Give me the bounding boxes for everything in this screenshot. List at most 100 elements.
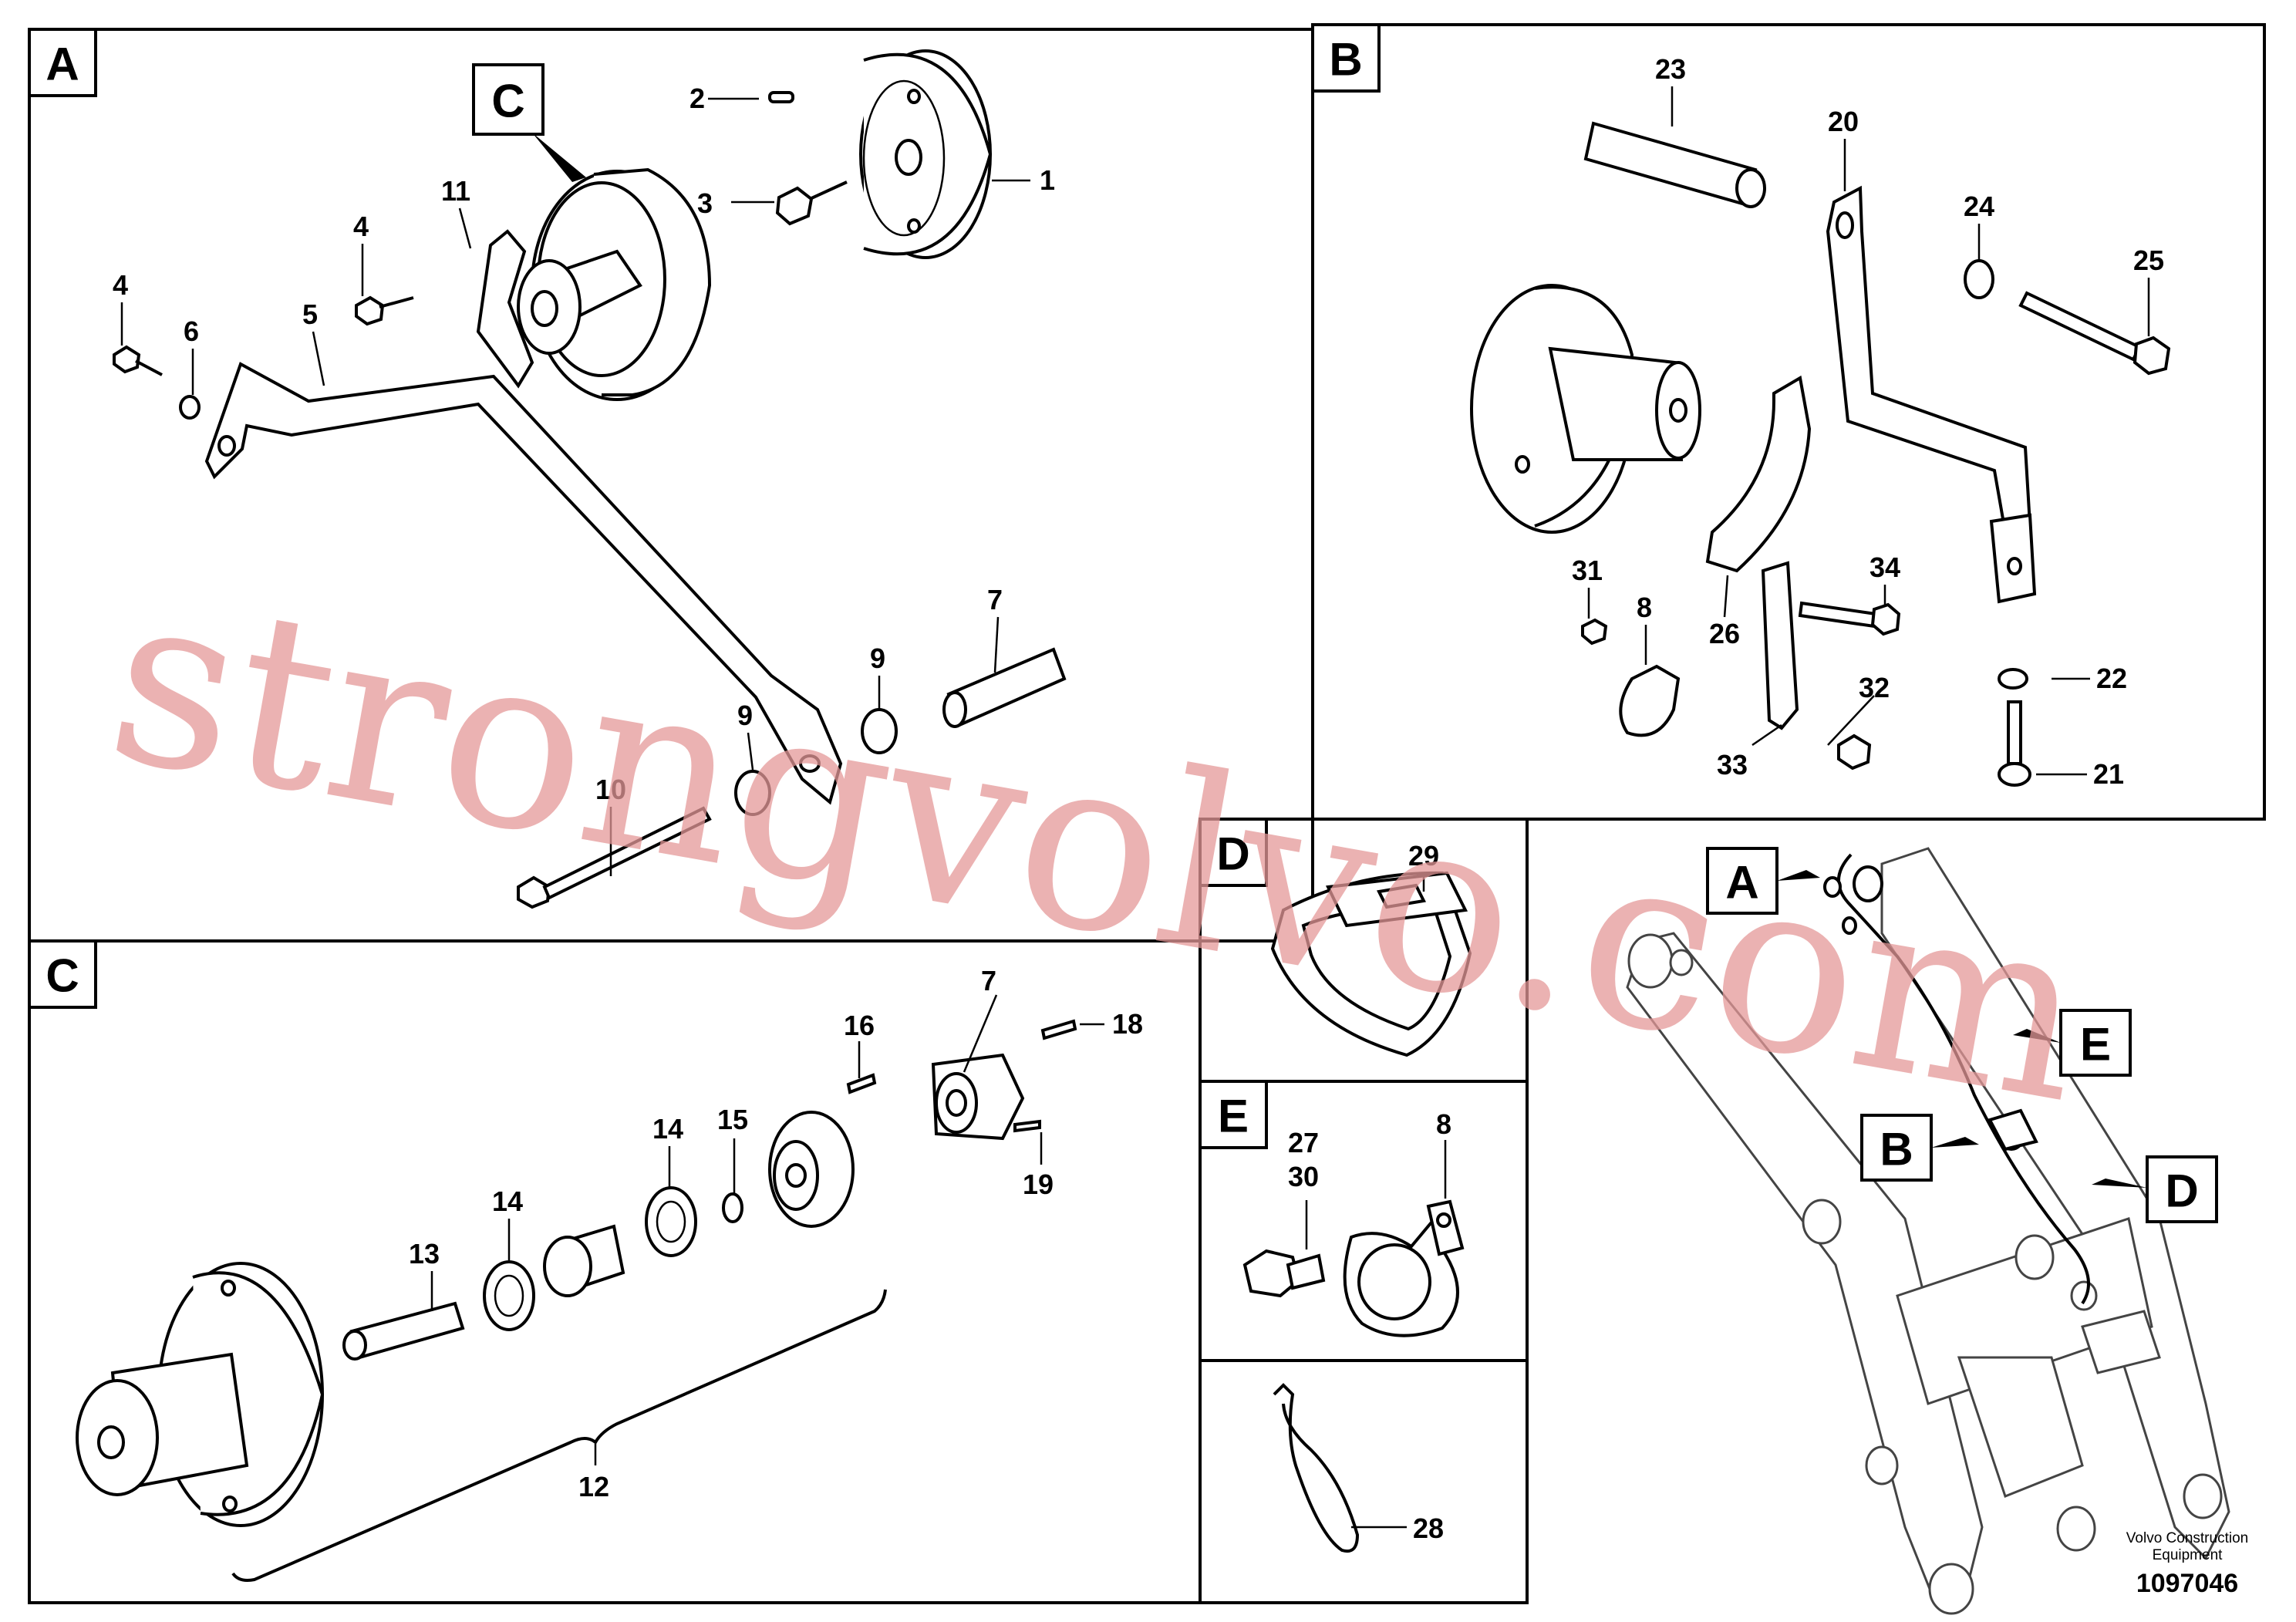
label-7-b: 7 — [981, 965, 996, 996]
label-4-upper: 4 — [353, 211, 369, 242]
label-13: 13 — [409, 1238, 440, 1270]
tube-part-7 — [942, 647, 1067, 728]
panel-letter-e: E — [1199, 1080, 1268, 1149]
overview-tag-b: B — [1860, 1114, 1979, 1182]
sensor-location — [1823, 865, 1883, 935]
label-25: 25 — [2133, 244, 2164, 276]
label-3: 3 — [697, 187, 713, 219]
disc-part-1 — [859, 49, 993, 259]
bolt-part-34 — [1798, 601, 1901, 636]
label-24: 24 — [1964, 191, 1994, 222]
callout-tag-c: C — [472, 63, 586, 182]
watermark: strongvolvo.com — [93, 536, 2106, 1157]
overview-tag-a: A — [1706, 847, 1820, 915]
label-28: 28 — [1413, 1512, 1444, 1544]
assembly-brace-12 — [231, 1289, 887, 1582]
label-30: 30 — [1288, 1161, 1319, 1192]
bearing-part-14-b — [645, 1186, 697, 1257]
label-31: 31 — [1572, 555, 1603, 586]
svg-text:B: B — [1329, 34, 1362, 86]
bolt-part-10 — [517, 806, 712, 909]
label-34: 34 — [1870, 551, 1900, 583]
label-9-b: 9 — [737, 700, 753, 731]
bearing-part-14-a — [483, 1260, 535, 1331]
bracket-part-20 — [1826, 185, 2037, 604]
strap-part-33 — [1761, 561, 1799, 730]
label-9-a: 9 — [870, 642, 885, 674]
svg-text:E: E — [1218, 1091, 1249, 1142]
sleeve-part-13 — [342, 1301, 465, 1361]
label-15: 15 — [717, 1104, 748, 1135]
svg-text:D: D — [2165, 1165, 2198, 1217]
svg-text:E: E — [2080, 1019, 2111, 1071]
bracket-arm-part-5 — [204, 362, 843, 805]
label-22: 22 — [2096, 663, 2127, 694]
svg-text:C: C — [491, 76, 524, 127]
overview-tag-e: E — [2013, 1009, 2132, 1077]
panel-c-drawing — [76, 994, 1104, 1582]
panel-c-leaders — [430, 994, 1104, 1465]
label-18: 18 — [1112, 1008, 1143, 1040]
panel-letter-a: A — [28, 28, 97, 97]
label-10: 10 — [595, 774, 626, 805]
hub-c — [76, 1262, 325, 1527]
svg-text:C: C — [46, 950, 79, 1002]
panel-a-drawing: C — [113, 49, 1067, 909]
wire-harness — [1836, 853, 2090, 1305]
label-27: 27 — [1288, 1127, 1319, 1158]
label-1: 1 — [1040, 164, 1055, 196]
label-19: 19 — [1023, 1168, 1054, 1200]
panel-letter-c: C — [28, 939, 97, 1009]
washer-part-6 — [179, 395, 201, 420]
label-14-a: 14 — [492, 1185, 523, 1217]
label-8-e: 8 — [1436, 1108, 1451, 1140]
clamp-part-8-b — [1619, 664, 1681, 737]
pin-part-2 — [768, 91, 794, 103]
svg-text:A: A — [46, 39, 79, 90]
label-29: 29 — [1408, 840, 1439, 872]
spacer-sleeve — [543, 1224, 625, 1297]
label-12: 12 — [578, 1471, 609, 1502]
document-number: 1097046 — [2136, 1569, 2238, 1598]
panel-a-leaders — [120, 97, 1030, 876]
panel-b-leaders — [1587, 86, 2150, 776]
clamp-part-8-e — [1343, 1199, 1465, 1337]
boom-frame — [1626, 847, 2230, 1615]
credit-line-1: Volvo Construction — [2126, 1530, 2248, 1546]
bolt-part-4-upper — [355, 295, 414, 326]
footer: Volvo Construction Equipment 1097046 — [2126, 1530, 2248, 1598]
label-16: 16 — [844, 1010, 875, 1041]
washer-part-9-b — [734, 770, 771, 816]
nut-part-32 — [1837, 733, 1872, 771]
panel-d-drawing — [1270, 871, 1472, 1057]
credit-line-2: Equipment — [2153, 1547, 2224, 1563]
clamp-part-29 — [1270, 871, 1472, 1057]
label-8-b: 8 — [1637, 592, 1652, 623]
label-11: 11 — [441, 175, 470, 207]
panel-e-leaders — [1305, 1140, 1447, 1249]
panel-e-drawing — [1242, 1140, 1465, 1337]
cable-tie-part-28 — [1273, 1383, 1407, 1553]
bolt-part-4-lower — [113, 345, 163, 376]
bolt-part-3 — [775, 180, 848, 226]
label-14-b: 14 — [652, 1113, 683, 1145]
part-number-labels: 1 2 3 4 11 4 6 5 7 9 9 10 23 20 24 25 31… — [113, 53, 2164, 1544]
bracket-location-b — [1988, 1108, 2038, 1152]
panel-letter-b: B — [1311, 23, 1381, 93]
tube-part-23 — [1583, 121, 1766, 208]
overview-tag-d: D — [2092, 1155, 2218, 1223]
sensor-part-17 — [931, 1053, 1025, 1141]
plate-part-11 — [476, 229, 534, 389]
ring-part-15 — [722, 1192, 743, 1223]
bolt-part-31 — [1581, 618, 1608, 646]
panel-f-frame — [1199, 1359, 1529, 1604]
flange-housing — [768, 1111, 855, 1228]
hub-b — [1470, 284, 1701, 534]
screw-part-18 — [1040, 1019, 1077, 1040]
label-21: 21 — [2093, 758, 2124, 790]
label-20: 20 — [1828, 106, 1859, 137]
bolt-part-25 — [2018, 291, 2171, 376]
overview-drawing: A E B D — [1626, 847, 2230, 1615]
label-23: 23 — [1655, 53, 1686, 85]
